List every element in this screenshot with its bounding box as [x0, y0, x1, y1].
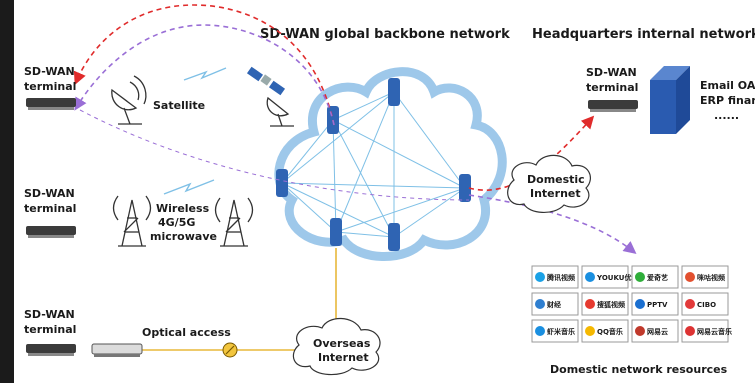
- terminal-satellite: SD-WAN terminal: [24, 65, 76, 110]
- domestic-internet-cloud: Domestic Internet: [507, 154, 591, 213]
- cell-tower-icon: [112, 195, 152, 247]
- hq-service-3: ......: [714, 109, 739, 122]
- domestic-resources-label: Domestic network resources: [550, 363, 728, 376]
- network-diagram: SD-WAN global backbone network Headquart…: [24, 4, 755, 376]
- terminal-label-1: SD-WAN: [24, 187, 75, 200]
- resource-logo-icon: [685, 272, 695, 282]
- resource-logo-tile: PPTV: [631, 292, 679, 316]
- backbone-header: SD-WAN global backbone network: [260, 27, 510, 42]
- resource-logo-label: 网易云: [647, 327, 668, 336]
- resource-logo-label: 网易云音乐: [697, 327, 732, 336]
- resource-logo-icon: [585, 326, 595, 336]
- domestic-cloud-label-1: Domestic: [527, 173, 585, 186]
- resource-logo-icon: [585, 272, 595, 282]
- terminal-label-1: SD-WAN: [586, 66, 637, 79]
- terminal-label-1: SD-WAN: [24, 65, 75, 78]
- resource-logo-icon: [685, 299, 695, 309]
- purple-satellite-path: [74, 24, 335, 126]
- terminal-optical: SD-WAN terminal: [24, 308, 76, 356]
- resource-logo-icon: [635, 299, 645, 309]
- ground-station-icon: [266, 96, 294, 127]
- resource-logo-label: 爱奇艺: [647, 273, 668, 282]
- overseas-cloud-label-2: Internet: [318, 351, 369, 364]
- resource-logo-label: 虾米音乐: [547, 327, 575, 336]
- red-satellite-path: [73, 4, 335, 126]
- purple-terminal-path: [79, 109, 470, 201]
- router-node: [388, 223, 400, 251]
- resource-logo-icon: [585, 299, 595, 309]
- resource-logo-label: CIBO: [697, 301, 716, 309]
- resource-logo-label: 搜狐视频: [597, 300, 625, 309]
- resource-logo-label: PPTV: [647, 301, 668, 309]
- diagram-canvas: SD-WAN global backbone network Headquart…: [14, 0, 755, 383]
- resource-logo-icon: [535, 326, 545, 336]
- resource-logo-label: 财经: [546, 300, 561, 309]
- wireless-signal-icon: [163, 179, 215, 195]
- optical-modem-icon: [91, 343, 143, 357]
- resource-logo-tile: 虾米音乐: [531, 319, 579, 343]
- router-node: [276, 169, 288, 197]
- resource-logo-icon: [685, 326, 695, 336]
- optical-connector-mark: [225, 345, 235, 355]
- domestic-cloud-label-2: Internet: [530, 187, 581, 200]
- resource-logo-icon: [535, 299, 545, 309]
- resource-logo-tile: YOUKU优酷: [581, 265, 638, 289]
- hq-server-icon: [650, 66, 690, 134]
- optical-label: Optical access: [142, 326, 231, 339]
- router-node: [459, 174, 471, 202]
- resource-logo-label: 腾讯视频: [546, 273, 575, 282]
- hq-service-2: ERP finance: [700, 94, 755, 107]
- resource-logo-tile: 咪咕视频: [681, 265, 729, 289]
- resource-logo-label: YOUKU优酷: [596, 273, 638, 282]
- terminal-device-icon: [26, 344, 76, 353]
- backbone-mesh: [281, 91, 466, 238]
- wireless-label-1: Wireless: [156, 202, 210, 215]
- wireless-signal-icon: [183, 67, 227, 81]
- wireless-label-2: 4G/5G: [158, 216, 195, 229]
- resource-logo-tile: QQ音乐: [581, 319, 629, 343]
- resource-logo-tile: 网易云音乐: [681, 319, 732, 343]
- router-node: [388, 78, 400, 106]
- resource-logo-tile: 网易云: [631, 319, 679, 343]
- terminal-hq: SD-WAN terminal: [586, 66, 638, 112]
- terminal-label-1: SD-WAN: [24, 308, 75, 321]
- resource-logo-icon: [635, 272, 645, 282]
- hq-service-1: Email OA: [700, 79, 755, 92]
- resource-logo-grid: 腾讯视频 YOUKU优酷爱奇艺 咪咕视频财经 搜狐视频 PPTV CIBO 虾米音乐 QQ音乐…: [531, 265, 732, 343]
- satellite-icon: [246, 66, 286, 96]
- resource-logo-label: 咪咕视频: [697, 273, 725, 282]
- resource-logo-tile: 搜狐视频: [581, 292, 629, 316]
- resource-logo-tile: 财经: [531, 292, 579, 316]
- satellite-dish-icon: [111, 75, 147, 125]
- resource-logo-tile: 腾讯视频: [531, 265, 579, 289]
- terminal-label-2: terminal: [24, 80, 76, 93]
- overseas-cloud-label-1: Overseas: [313, 337, 371, 350]
- terminal-device-icon: [26, 98, 76, 107]
- terminal-device-icon: [26, 226, 76, 235]
- terminal-device-icon: [588, 100, 638, 109]
- overseas-internet-cloud: Overseas Internet: [292, 317, 381, 376]
- resource-logo-icon: [535, 272, 545, 282]
- resource-logo-icon: [635, 326, 645, 336]
- terminal-label-2: terminal: [586, 81, 638, 94]
- resource-logo-label: QQ音乐: [597, 327, 623, 336]
- purple-resources-path: [468, 194, 637, 254]
- hq-header: Headquarters internal network: [532, 27, 755, 42]
- terminal-label-2: terminal: [24, 202, 76, 215]
- resource-logo-tile: CIBO: [681, 292, 729, 316]
- terminal-wireless: SD-WAN terminal: [24, 187, 76, 238]
- wireless-label-3: microwave: [150, 230, 217, 243]
- satellite-label: Satellite: [153, 99, 205, 112]
- resource-logo-tile: 爱奇艺: [631, 265, 679, 289]
- cell-tower-icon: [214, 197, 254, 247]
- router-node: [330, 218, 342, 246]
- terminal-label-2: terminal: [24, 323, 76, 336]
